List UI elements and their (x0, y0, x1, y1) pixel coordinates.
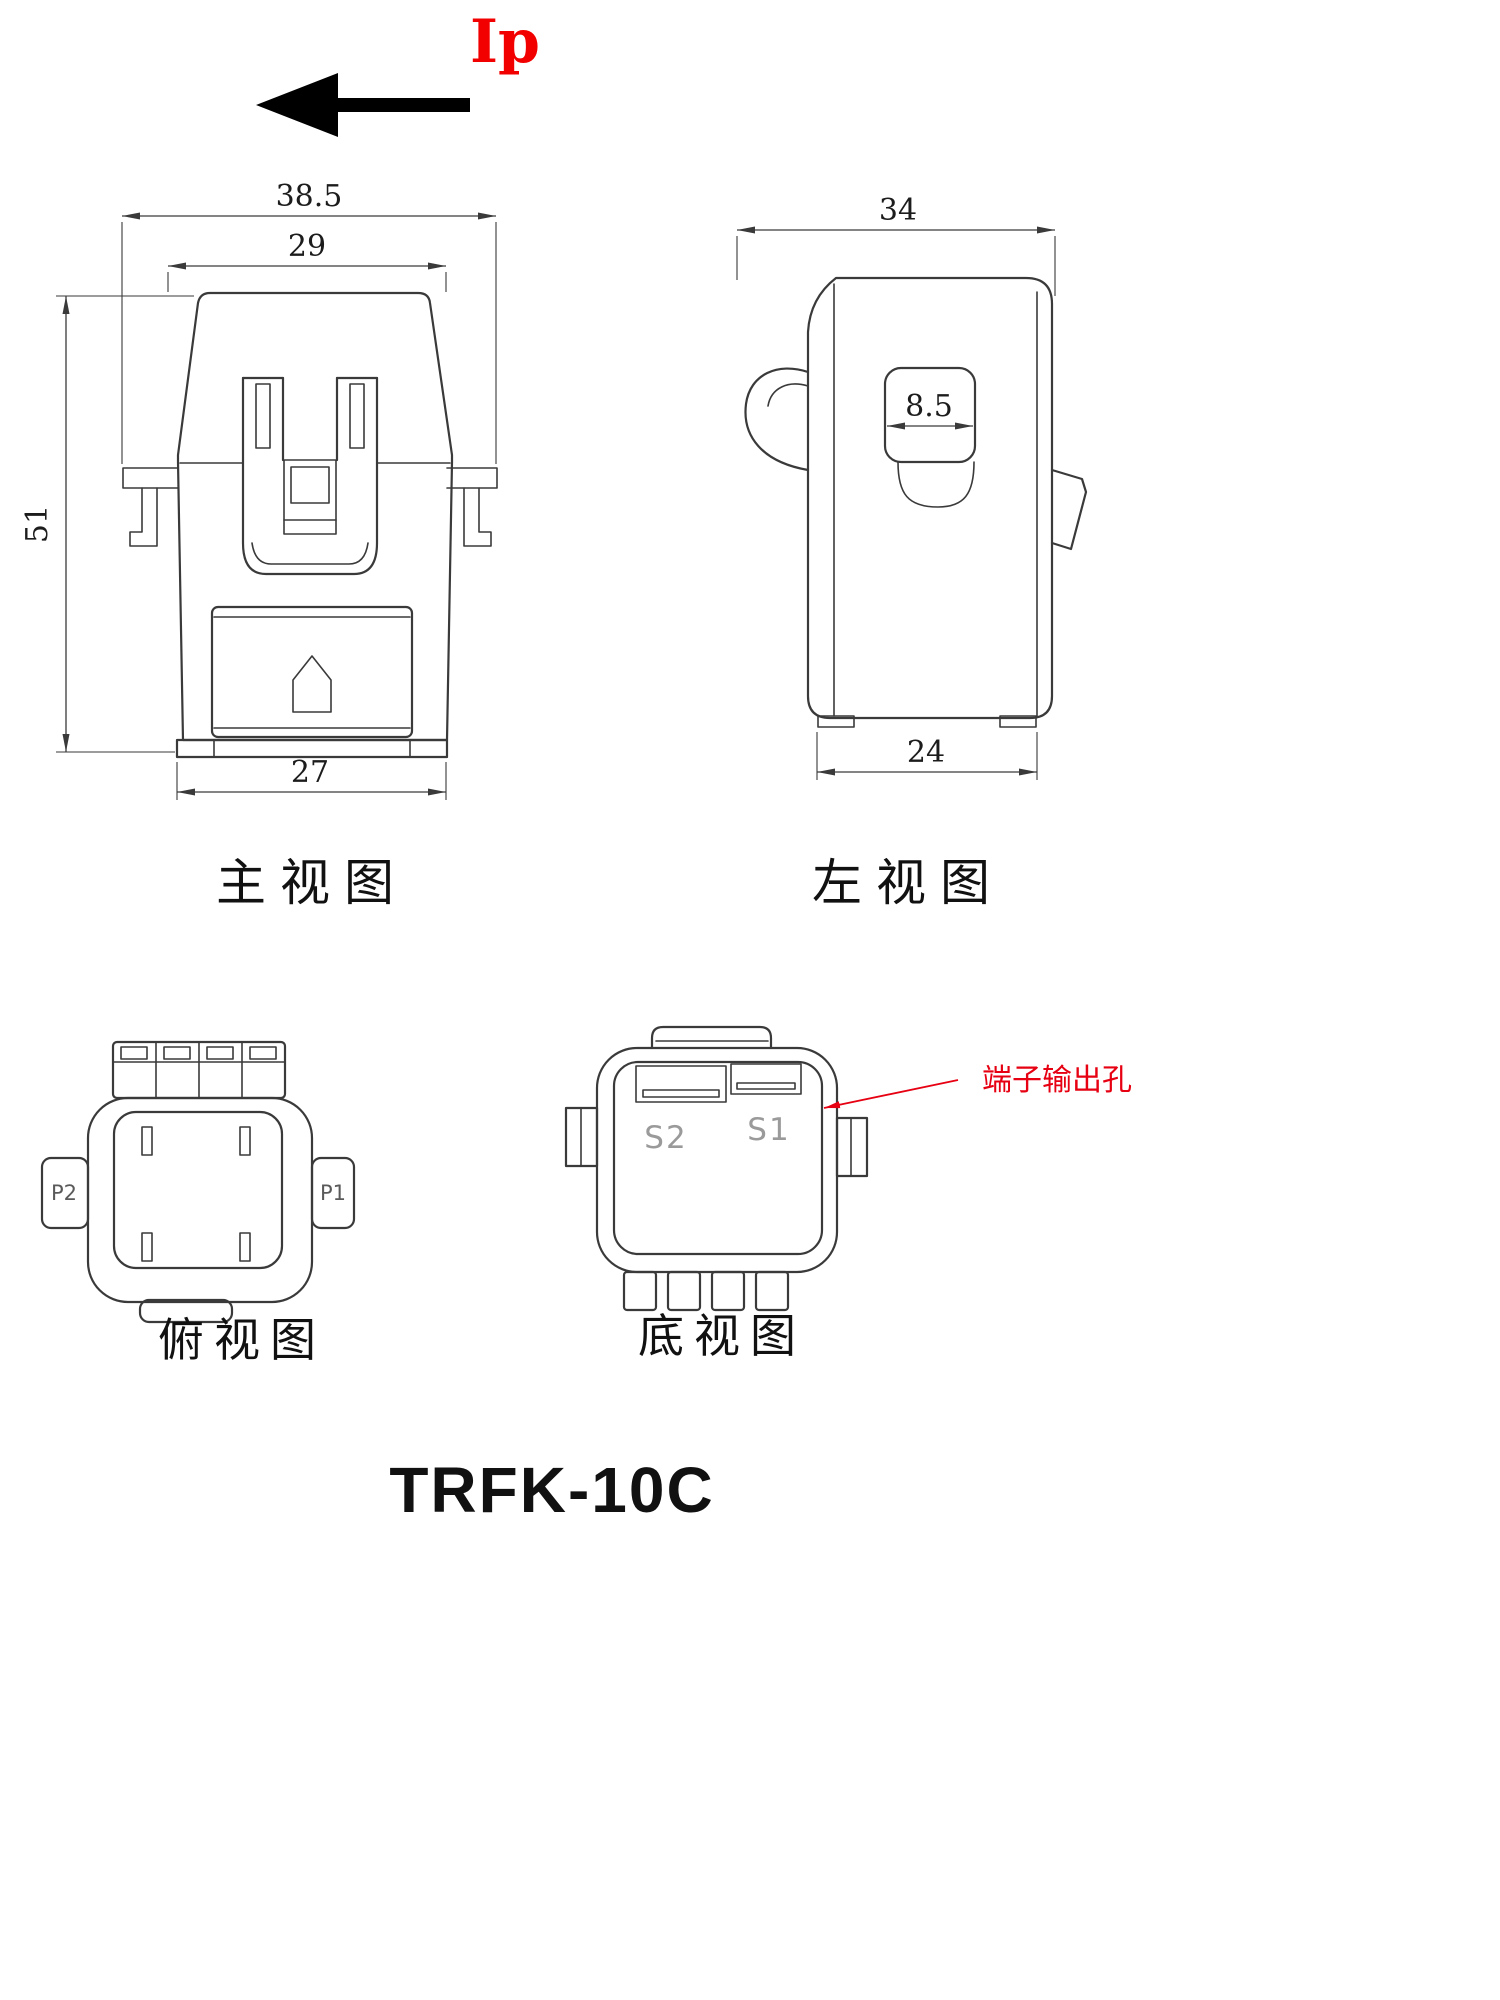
bottom-inner-face: S2 S1 (612, 1060, 824, 1256)
terminal-output-slot-left (635, 1065, 727, 1103)
terminal-label-p2: P2 (51, 1181, 77, 1205)
front-jaw-slot-left (255, 383, 271, 449)
top-inner-face (112, 1110, 284, 1270)
top-view: P2 P1 俯视图 (40, 1040, 356, 1367)
dim-text-overall-width: 38.5 (276, 179, 343, 214)
front-clamp-jaw (241, 376, 379, 576)
bottom-tab-left (564, 1106, 599, 1168)
terminal-label-p1: P1 (320, 1181, 346, 1205)
left-foot-right (999, 715, 1037, 728)
left-latch-lever (744, 367, 810, 472)
front-jaw-slot-right (349, 383, 365, 449)
top-view-label: 俯视图 (158, 1313, 326, 1367)
bottom-top-tab (650, 1025, 773, 1050)
left-aperture: 8.5 (883, 366, 977, 508)
dim-text-left-base: 24 (907, 735, 945, 770)
terminal-label-s2: S2 (644, 1120, 687, 1156)
dim-left-base: 24 (816, 732, 1038, 780)
left-view-label: 左视图 (812, 854, 1004, 912)
front-jaw-inner-curve (251, 542, 369, 565)
front-lower-panel (210, 605, 414, 739)
left-release-flap (1050, 468, 1088, 551)
left-view: 34 8.5 24 左视图 (736, 193, 1088, 912)
bottom-view-label: 底视图 (638, 1309, 806, 1363)
dim-front-base-width: 27 (176, 755, 447, 800)
bottom-terminal-pins (622, 1270, 790, 1312)
annotation-text: 端子输出孔 (982, 1063, 1132, 1098)
top-tab-p1: P1 (310, 1156, 356, 1230)
front-mounting-ear-left (122, 467, 179, 547)
top-bottom-tab (138, 1298, 234, 1324)
front-center-post (283, 459, 337, 535)
front-base (175, 738, 449, 759)
model-title: TRFK-10C (389, 1454, 714, 1526)
dim-front-overall-width: 38.5 (121, 179, 497, 464)
dim-left-width: 34 (736, 193, 1056, 296)
dim-text-aperture: 8.5 (905, 389, 953, 424)
dim-front-window-width: 29 (167, 229, 447, 292)
flow-direction-arrow-icon (256, 73, 470, 137)
top-terminal-block (111, 1040, 287, 1100)
front-arrow-emboss-icon (292, 655, 332, 713)
dim-front-height: 51 (20, 295, 194, 753)
dim-text-base-width: 27 (291, 755, 329, 790)
primary-current-indicator: Ip (256, 7, 540, 137)
top-body-outline (86, 1096, 314, 1304)
terminal-label-s1: S1 (747, 1112, 790, 1148)
top-tab-p2: P2 (40, 1156, 90, 1230)
terminal-output-annotation: 端子输出孔 (823, 1063, 1132, 1109)
terminal-output-slot-right (730, 1063, 802, 1095)
dim-text-height: 51 (20, 505, 55, 543)
dim-text-window-width: 29 (288, 229, 326, 264)
left-body-outline (806, 276, 1054, 720)
dim-text-left-width: 34 (879, 193, 917, 228)
bottom-view: S2 S1 端子输出孔 底视图 (564, 1025, 1132, 1363)
primary-current-label: Ip (470, 7, 540, 77)
bottom-tab-right (835, 1116, 869, 1178)
left-foot-left (817, 715, 855, 728)
front-mounting-ear-right (446, 467, 498, 547)
front-view: 38.5 29 51 27 (20, 179, 498, 912)
front-view-label: 主视图 (216, 854, 408, 912)
